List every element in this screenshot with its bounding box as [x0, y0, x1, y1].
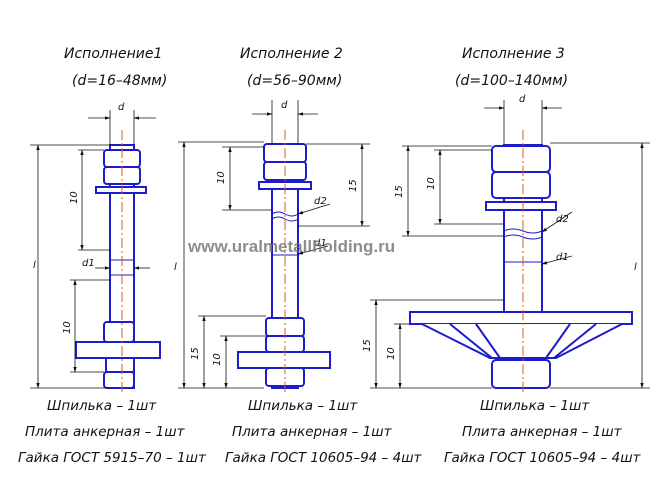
variant-3-d-label: d [519, 94, 526, 105]
variant-1-10-top-label: 10 [69, 191, 80, 204]
variant-1-part-stud: Шпилька – 1шт [47, 398, 157, 414]
variant-3-part-plate: Плита анкерная – 1шт [462, 424, 622, 440]
variant-1-d1-label: d1 [82, 258, 95, 269]
variant-1-part-nut: Гайка ГОСТ 5915–70 – 1шт [18, 450, 206, 466]
variant-3-10-bottom-label: 10 [386, 347, 397, 360]
variant-3-10-top-label: 10 [426, 177, 437, 190]
variant-1-d-label: d [118, 102, 125, 113]
variant-2-15-bottom-label: 15 [190, 347, 201, 360]
variant-1-l-label: l [33, 260, 36, 271]
variant-3-top-nuts [485, 145, 557, 211]
variant-3-l-label: l [634, 262, 637, 273]
variant-1-title: Исполнение1 [64, 46, 163, 62]
variant-1-range: (d=16–48мм) [72, 73, 168, 89]
variant-2-d-label: d [281, 100, 288, 111]
variant-3-dimensions [370, 100, 650, 389]
variant-1-10-bottom-label: 10 [62, 321, 73, 334]
variant-3-d2-label: d2 [556, 214, 569, 225]
variant-2-10-bottom-label: 10 [212, 353, 223, 366]
variant-2-15-top-label: 15 [348, 179, 359, 192]
variant-2-dimensions [178, 100, 370, 389]
variant-1-top-nut [95, 149, 147, 194]
variant-2-l-label: l [174, 262, 177, 273]
variant-3-part-nut: Гайка ГОСТ 10605–94 – 4шт [444, 450, 641, 466]
variant-3-15-top-label: 15 [394, 185, 405, 198]
variant-2-part-stud: Шпилька – 1шт [248, 398, 358, 414]
variant-1-drawing: d l 10 d1 10 [30, 102, 161, 392]
variant-1-part-plate: Плита анкерная – 1шт [25, 424, 185, 440]
watermark-url: www.uralmetallholding.ru [188, 237, 396, 256]
variant-2-part-nut: Гайка ГОСТ 10605–94 – 4шт [225, 450, 422, 466]
variant-3-drawing: d l 15 10 d2 d1 15 10 [362, 94, 650, 392]
variant-3-d1-label: d1 [556, 252, 569, 263]
variant-3-part-stud: Шпилька – 1шт [480, 398, 590, 414]
variant-3-anchor-plate [409, 311, 633, 389]
variant-3-range: (d=100–140мм) [455, 73, 569, 89]
variant-2-title: Исполнение 2 [240, 46, 343, 62]
variant-2-part-plate: Плита анкерная – 1шт [232, 424, 392, 440]
variant-2-10-top-label: 10 [216, 171, 227, 184]
variant-3-15-bottom-label: 15 [362, 339, 373, 352]
variant-2-d2-label: d2 [314, 196, 327, 207]
variant-1-anchor-plate [75, 321, 161, 389]
variant-3-title: Исполнение 3 [462, 46, 565, 62]
variant-2-anchor-plate [237, 317, 331, 387]
variant-2-range: (d=56–90мм) [247, 73, 343, 89]
variant-2-d1-label: d1 [314, 238, 327, 249]
variant-2-drawing: d l 10 15 d2 d1 15 10 [174, 100, 370, 392]
variant-1-dimensions [30, 110, 156, 389]
